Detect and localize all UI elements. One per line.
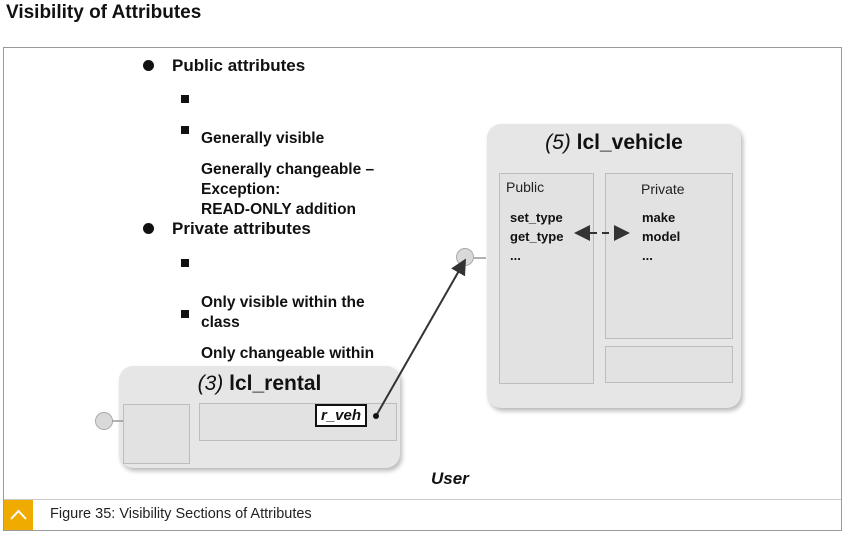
bullet-dot [143,60,154,71]
private-member-list: make model ... [642,208,680,265]
class-rental-name: lcl_rental [229,372,322,395]
private-member: model [642,229,681,244]
bullet-square [181,126,189,134]
public-member: set_type [510,210,563,225]
reference-arrow-origin [373,413,379,419]
page-title: Visibility of Attributes [6,2,202,23]
figure-caption-bar: Figure 35: Visibility Sections of Attrib… [4,499,841,530]
bullet-generally-changeable: Generally changeable – Exception: READ-O… [181,120,375,220]
bullet-square [181,95,189,103]
class-lcl-vehicle: (5) lcl_vehicle Public set_type get_type… [487,124,741,408]
public-member: ... [510,248,521,263]
reference-r-veh: r_veh [315,404,368,427]
bullet-public-label: Public attributes [172,56,306,75]
bullet-generally-visible: Generally visible [181,89,325,149]
chevron-up-glyph [10,509,27,520]
public-section-label: Public [506,179,545,195]
class-vehicle-number: (5) [545,131,571,154]
private-member: ... [642,248,653,263]
bullet-private-label: Private attributes [172,219,311,238]
bullet-square [181,259,189,267]
bullet-sub-label: Generally changeable – Exception: READ-O… [201,161,375,218]
private-section: Private make model ... [605,173,733,339]
user-label: User [431,469,469,488]
reference-arrow [375,258,466,417]
class-rental-number: (3) [197,372,224,395]
private-section-label: Private [641,181,685,197]
bullet-sub-label: Generally visible [201,130,325,147]
bullet-square [181,310,189,318]
private-member: make [642,210,676,225]
bullet-private-attributes: Private attributes [143,219,311,239]
bullet-dot [143,223,154,234]
class-vehicle-title: (5) lcl_vehicle [487,131,741,155]
rental-left-section [123,404,190,464]
private-methods-section [605,346,733,383]
class-vehicle-name: lcl_vehicle [576,131,683,154]
public-member-list: set_type get_type ... [510,208,563,265]
chevron-up-icon[interactable] [4,500,33,530]
bullet-only-visible: Only visible within the class [181,253,365,333]
bullet-sub-label: Only visible within the class [201,294,365,331]
figure-caption: Figure 35: Visibility Sections of Attrib… [50,506,312,522]
public-member: get_type [510,229,564,244]
class-rental-title: (3) lcl_rental [119,372,400,396]
public-section: Public set_type get_type ... [499,173,594,384]
bullet-public-attributes: Public attributes [143,56,306,76]
